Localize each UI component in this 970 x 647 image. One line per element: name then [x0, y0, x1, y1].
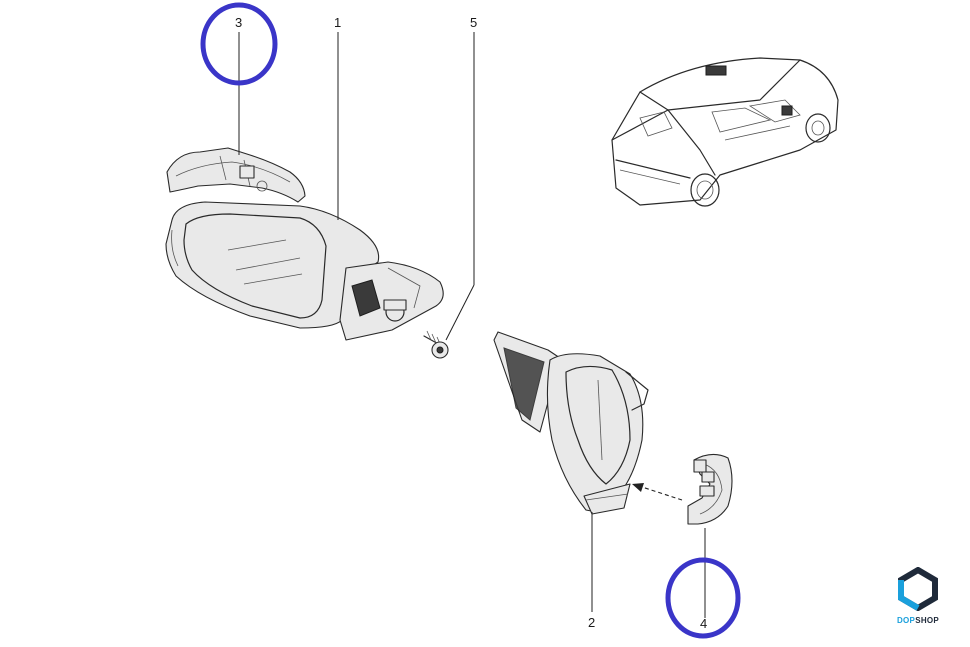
callout-2: 2 — [588, 615, 595, 630]
dopshop-logo-mark — [898, 566, 938, 612]
car-illustration — [611, 57, 839, 207]
highlight-circle-4 — [665, 557, 741, 639]
part-2-right-mirror — [493, 331, 649, 515]
callout-4: 4 — [700, 616, 707, 631]
leader-line-5-diag — [445, 284, 475, 341]
callout-1: 1 — [334, 15, 341, 30]
part-4-turn-signal — [687, 453, 733, 525]
highlight-circle-3 — [200, 2, 278, 86]
callout-5: 5 — [470, 15, 477, 30]
assembly-arrowhead — [632, 483, 644, 492]
assembly-arrow-dashed — [641, 486, 683, 501]
dopshop-logo-text: DOPSHOP — [896, 616, 940, 625]
dopshop-logo: DOPSHOP — [888, 566, 948, 625]
part-1-left-mirror — [165, 201, 449, 359]
callout-3: 3 — [235, 15, 242, 30]
part-3-turn-signal-cover — [166, 147, 306, 203]
